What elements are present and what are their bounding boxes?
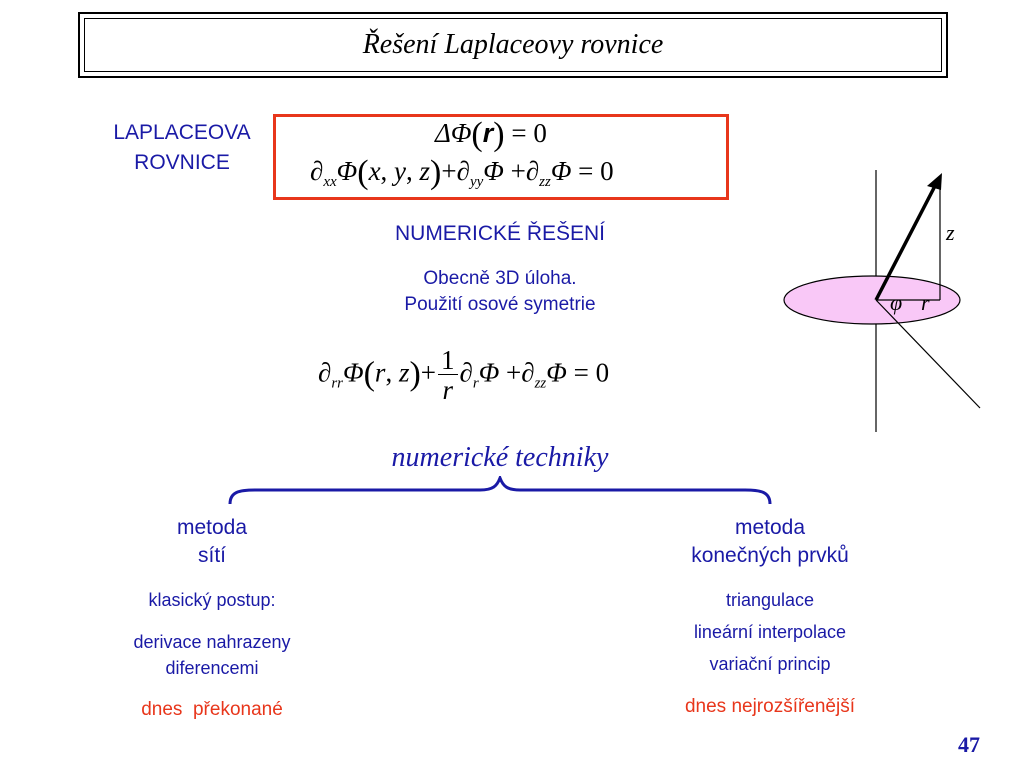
numeric-line1: Obecně 3D úloha. xyxy=(423,268,577,289)
position-vector-arrow xyxy=(874,183,938,301)
left-method-item2-line2: diferencemi xyxy=(165,658,259,678)
laplace-label-line1: LAPLACEOVA xyxy=(113,121,251,144)
laplace-label: LAPLACEOVA ROVNICE xyxy=(92,118,272,178)
left-method-item1: klasický postup: xyxy=(148,590,276,610)
page-number: 47 xyxy=(958,732,980,757)
left-method-item2-line1: derivace nahrazeny xyxy=(133,632,291,652)
label-z: z xyxy=(945,220,955,245)
right-method-item2: lineární interpolace xyxy=(693,622,847,642)
left-method-item2: derivace nahrazeny diferencemi xyxy=(92,629,332,681)
right-method-title: metoda konečných prvků xyxy=(640,514,900,570)
left-method-title: metoda sítí xyxy=(112,514,312,570)
numeric-description: Obecně 3D úloha. Použití osové symetrie xyxy=(300,266,700,318)
title-inner-frame: Řešení Laplaceovy rovnice xyxy=(84,18,942,72)
curly-brace-path xyxy=(228,476,772,505)
label-phi: φ xyxy=(890,290,902,315)
right-method-title-line2: konečných prvků xyxy=(691,544,849,567)
right-method-title-line1: metoda xyxy=(734,516,806,539)
laplace-label-line2: ROVNICE xyxy=(134,151,230,174)
right-method-item3: variační princip xyxy=(709,654,831,674)
laplace-equation-vector: ΔΦ(r) = 0 xyxy=(435,116,547,153)
base-disc xyxy=(783,275,961,325)
right-method-note: dnes nejrozšířenější xyxy=(684,696,856,717)
left-method-title-line1: metoda xyxy=(176,516,248,539)
laplace-equation-cartesian: ∂xxΦ(x, y, z)+∂yyΦ +∂zzΦ = 0 xyxy=(310,154,614,191)
cylindrical-coordinates-diagram: z φ r xyxy=(783,170,981,432)
right-method-item1: triangulace xyxy=(725,590,815,610)
title-box: Řešení Laplaceovy rovnice xyxy=(78,12,948,78)
label-r: r xyxy=(921,290,930,315)
numeric-heading: NUMERICKÉ ŘEŠENÍ xyxy=(394,222,606,245)
left-method-note: dnes překonané xyxy=(141,699,283,720)
radial-line xyxy=(875,299,981,409)
equation-box xyxy=(273,114,729,200)
numeric-line2: Použití osové symetrie xyxy=(404,294,596,315)
curly-brace xyxy=(228,476,772,505)
arrow-head xyxy=(927,173,942,190)
left-method-title-line2: sítí xyxy=(197,544,226,567)
techniques-label: numerické techniky xyxy=(391,442,609,473)
slide-title: Řešení Laplaceovy rovnice xyxy=(362,29,664,60)
